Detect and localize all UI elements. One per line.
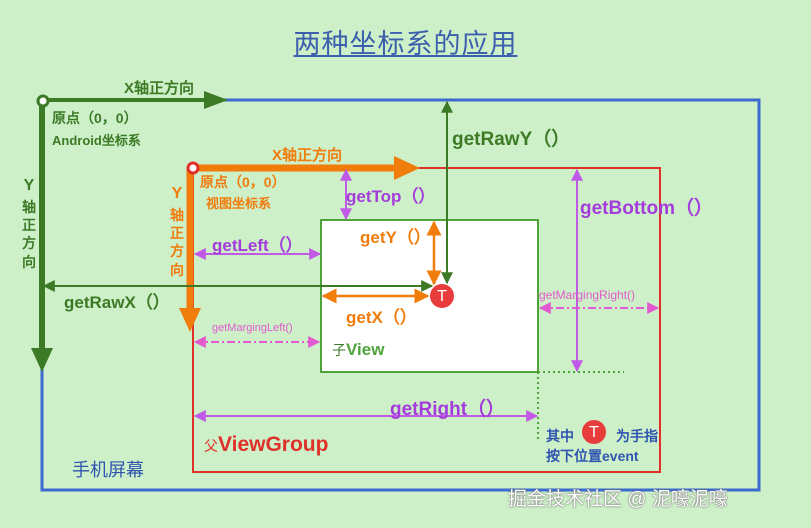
view-origin-label: 原点（0，0） [200, 174, 286, 190]
touch-note-line2: 按下位置event [546, 448, 639, 464]
get-raw-x-label: getRawX（） [64, 293, 170, 312]
margin-left-label: getMargingLeft() [212, 322, 293, 334]
get-y-label: getY（） [360, 228, 431, 247]
touch-point-icon: T [430, 284, 454, 308]
view-y-axis-chars: 轴正方向 [170, 207, 184, 278]
android-origin-label: 原点（0，0） [52, 110, 138, 126]
touch-note-suffix: 为手指 [616, 428, 658, 444]
parent-viewgroup-label: 父ViewGroup [204, 433, 328, 457]
android-y-axis-label: Y [23, 177, 35, 194]
watermark: 掘金技术社区 @ 泥嚎泥嚎 [508, 489, 728, 510]
android-system-label: Android坐标系 [52, 133, 141, 148]
view-x-arrowhead [394, 156, 420, 180]
parent-viewgroup-name: ViewGroup [218, 433, 329, 456]
touch-legend-icon: T [582, 420, 606, 444]
android-origin-dot [36, 94, 50, 108]
child-view-prefix: 子 [332, 342, 346, 358]
get-bottom-label: getBottom（） [580, 198, 713, 219]
child-view-label: 子View [332, 340, 384, 360]
get-x-label: getX（） [346, 308, 417, 327]
view-origin-dot [186, 161, 200, 175]
child-view-name: View [346, 340, 385, 359]
get-top-label: getTop（） [346, 187, 436, 206]
android-y-arrowhead [31, 348, 53, 372]
view-y-axis-label: Y [171, 185, 183, 202]
touch-note-prefix: 其中 [546, 428, 574, 444]
parent-viewgroup-prefix: 父 [204, 438, 218, 454]
android-y-axis-chars: 轴正方向 [22, 199, 36, 270]
view-x-axis-label: X轴正方向 [272, 147, 343, 164]
view-system-label: 视图坐标系 [206, 196, 272, 211]
get-right-label: getRight（） [390, 399, 506, 420]
android-x-axis-label: X轴正方向 [124, 80, 195, 97]
android-x-arrowhead [204, 91, 228, 109]
view-y-arrowhead [179, 308, 201, 332]
phone-screen-label: 手机屏幕 [72, 460, 144, 480]
get-raw-y-label: getRawY（） [452, 129, 571, 150]
margin-right-label: getMargingRight() [539, 288, 636, 302]
get-left-label: getLeft（） [212, 236, 303, 255]
diagram-title: 两种坐标系的应用 [293, 29, 518, 60]
